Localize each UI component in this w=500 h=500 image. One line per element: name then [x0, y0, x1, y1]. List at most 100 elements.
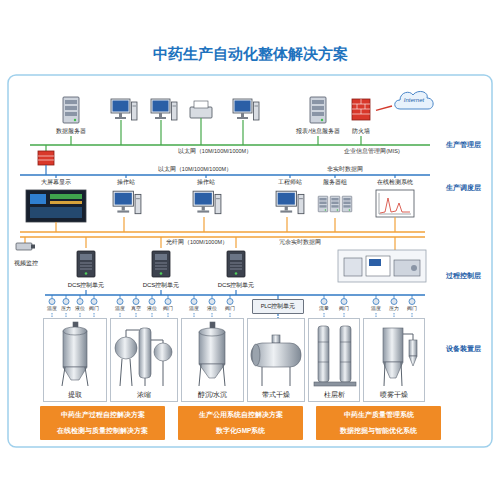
- field-instruments: [152, 295, 153, 299]
- fiber-network-wires: [20, 236, 425, 238]
- field-instruments: [409, 299, 415, 305]
- instrument-label: 液位: [207, 306, 217, 312]
- ethernet-wires: [334, 175, 335, 178]
- equipment-illustrations: [252, 344, 260, 366]
- field-instruments: [230, 295, 231, 299]
- management-devices: [310, 97, 326, 123]
- node-text: 中药生产质量管理系统: [344, 411, 414, 418]
- management-devices: [365, 104, 366, 109]
- mis-network-wires: [200, 118, 201, 145]
- network-label: 以太网（10M/100M/1000M）: [158, 166, 232, 172]
- scheduling-devices: [318, 196, 328, 212]
- layer-label: 过程控制层: [446, 272, 481, 280]
- field-instruments: [212, 295, 213, 299]
- equipment-illustrations: [272, 335, 280, 343]
- management-devices: [194, 101, 208, 108]
- management-devices: [357, 104, 358, 109]
- camera-icon: [31, 245, 35, 249]
- mis-network-wires: [30, 118, 430, 145]
- network-label: 冗余实时数据网: [279, 239, 321, 245]
- left-firewall: [45, 165, 46, 175]
- node-text: DCS控制单元: [218, 282, 255, 289]
- node-text: 数据挖掘与智能优化系统: [340, 427, 417, 434]
- device-node: 大屏幕显示: [22, 178, 90, 228]
- ethernet-wires: [20, 175, 430, 178]
- camera-icon: [16, 243, 35, 250]
- field-instruments: [120, 295, 121, 299]
- instrument-label: 压力: [61, 306, 71, 312]
- instrument-label: 温度: [47, 306, 57, 312]
- equipment-illustrations: [163, 361, 164, 386]
- equipment-illustrations: [262, 367, 263, 386]
- online-instruments: [344, 258, 362, 276]
- left-firewall: [38, 156, 54, 157]
- scheduling-devices: [379, 214, 411, 215]
- management-devices: [233, 99, 259, 120]
- solution-button: 数字化GMP系统: [178, 422, 303, 440]
- field-instruments: [209, 299, 215, 305]
- management-devices: [63, 97, 370, 123]
- outer-frame: [8, 75, 492, 447]
- online-instruments: [338, 250, 426, 282]
- ethernet-wires: [125, 175, 126, 178]
- equipment-illustrations: [130, 359, 132, 386]
- equipment-illustrations: [210, 322, 215, 328]
- scheduling-devices: [379, 193, 380, 214]
- node-text: 带式干燥: [262, 391, 290, 398]
- ethernet-wires: [394, 175, 395, 178]
- equipment-box: 柱层析: [308, 318, 360, 402]
- node-text: 服务器组: [323, 179, 347, 186]
- camera-icon: [16, 243, 32, 250]
- node-text: 大屏幕显示: [41, 179, 71, 186]
- field-instruments: [165, 299, 171, 305]
- field-instruments: [66, 295, 67, 299]
- node-text: Internet: [404, 97, 424, 104]
- field-instruments: [344, 295, 345, 299]
- field-instruments: [168, 295, 169, 299]
- scheduling-devices: [50, 201, 82, 204]
- equipment-box: 醇沉/水沉: [181, 318, 244, 402]
- field-instruments: [227, 299, 233, 305]
- field-instruments: [49, 299, 55, 305]
- node-text: 视频监控: [14, 260, 38, 267]
- solution-button: 数据挖掘与智能优化系统: [316, 422, 441, 440]
- device-node: 服务器组: [314, 178, 356, 228]
- field-instruments: [394, 295, 395, 299]
- device-node: 操作站: [105, 178, 147, 228]
- equipment-illustrations: [340, 326, 351, 382]
- fiber-network-wires: [203, 217, 204, 232]
- equipment-illustrations: [199, 332, 225, 364]
- equipment-illustrations: [384, 362, 385, 386]
- left-firewall: [38, 145, 54, 175]
- fiber-network-wires: [55, 222, 56, 232]
- ethernet-wires: [55, 175, 56, 178]
- field-instruments: [94, 295, 95, 299]
- instrument-label: 阀门: [89, 306, 99, 312]
- node-text: DCS控制单元: [68, 282, 105, 289]
- dcs-cabinets: [152, 251, 170, 277]
- equipment-box: 带式干燥: [247, 318, 305, 402]
- fiber-network-wires: [20, 217, 425, 250]
- equipment-illustrations: [340, 342, 351, 343]
- instrument-label: 真空: [131, 306, 141, 312]
- scheduling-devices: [113, 191, 141, 214]
- layer-label: 设备装置层: [446, 345, 481, 353]
- instrument-label: 温度: [371, 306, 381, 312]
- left-firewall: [45, 145, 46, 151]
- online-instruments: [369, 259, 381, 266]
- equipment-illustrations: [85, 367, 88, 386]
- management-devices: [111, 99, 137, 120]
- equipment-illustrations: [199, 364, 201, 386]
- fiber-network-wires: [160, 237, 161, 248]
- online-instruments: [411, 265, 417, 271]
- equipment-illustrations: [314, 382, 356, 386]
- mis-network-wires: [30, 144, 430, 146]
- layer-label: 生产调度层: [446, 184, 481, 192]
- field-instruments: [373, 299, 379, 305]
- equipment-illustrations: [115, 337, 137, 359]
- field-instruments: [194, 295, 195, 299]
- equipment-box: 提取: [43, 318, 107, 402]
- mis-network-wires: [360, 136, 361, 145]
- equipment-illustrations: [63, 331, 87, 367]
